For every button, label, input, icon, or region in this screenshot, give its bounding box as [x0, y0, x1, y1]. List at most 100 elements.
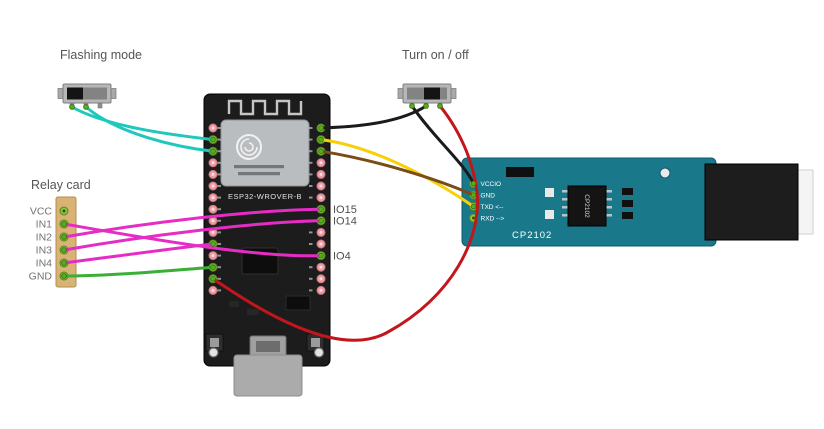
esp32-silkscreen-mark — [309, 138, 313, 141]
esp32-pin — [211, 184, 215, 188]
chip-leg — [562, 190, 569, 193]
esp32-chip-small — [285, 295, 311, 311]
esp32-silkscreen-mark — [309, 277, 313, 280]
wire-endpoint-dot — [210, 136, 216, 143]
wire-relay-in2 — [62, 207, 323, 239]
wire-flashing-1 — [70, 105, 215, 142]
wire-endpoint-dot — [409, 103, 415, 109]
wire-endpoint-dot — [437, 103, 443, 109]
wire-serial-brown — [319, 149, 475, 197]
esp32-pin — [211, 288, 215, 292]
esp32-shield — [220, 119, 310, 187]
cp2102-pin-label-rxd: RXD --> — [481, 216, 505, 223]
gpio-label-io14: IO14 — [333, 216, 357, 228]
esp32-silkscreen-mark — [309, 127, 313, 129]
esp32-pin — [211, 126, 215, 130]
switch-leg — [97, 102, 103, 109]
wire-endpoint-dot — [318, 148, 324, 155]
esp32-silkscreen-mark — [217, 196, 221, 199]
esp32-pin — [211, 207, 215, 211]
smd-component — [622, 188, 633, 195]
espressif-logo-swirl-icon — [240, 138, 258, 156]
smd-component — [622, 200, 633, 207]
gpio-label-io15: IO15 — [333, 204, 357, 216]
cp2102-chip — [567, 185, 607, 227]
relay-pin-label-gnd: GND — [29, 271, 53, 283]
micro-usb-opening — [256, 341, 280, 352]
wire-endpoint-dot — [61, 273, 67, 279]
esp32-silkscreen-mark — [217, 185, 221, 187]
usb-a-connector — [704, 163, 799, 241]
esp32-silkscreen-mark — [217, 277, 221, 280]
esp32-silkscreen-mark — [309, 150, 313, 153]
esp32-silkscreen-mark — [217, 138, 221, 141]
switch-knob — [67, 87, 83, 100]
mounting-hole — [313, 347, 325, 358]
switch-ear — [397, 88, 404, 99]
esp32-silkscreen-mark — [309, 289, 313, 292]
esp32-pin — [319, 265, 323, 269]
wire-endpoint-dot — [83, 104, 89, 110]
cp2102-pin-label-txd: TXD <-- — [481, 204, 504, 211]
relay-pin-label-in1: IN1 — [36, 219, 53, 231]
usb-metal-tip — [795, 169, 814, 235]
esp32-pin — [319, 230, 323, 234]
relay-pin-label-in4: IN4 — [36, 258, 53, 270]
wires — [62, 104, 480, 342]
cp2102-chip-label: CP2102 — [583, 194, 590, 218]
esp32-pin — [211, 219, 215, 223]
esp32-silkscreen-mark — [217, 150, 221, 153]
esp32-pin — [319, 277, 323, 281]
esp32-silkscreen-mark — [217, 127, 221, 129]
wire-endpoint-dot — [318, 206, 324, 213]
esp32-pin — [319, 161, 323, 165]
turn-on-off-label: Turn on / off — [402, 48, 469, 62]
wire-endpoint-dot — [318, 136, 324, 143]
chip-leg — [562, 198, 569, 201]
switch-ear — [450, 88, 457, 99]
wire-endpoint-dot — [210, 241, 216, 247]
esp32-silkscreen-mark — [217, 254, 221, 257]
cp2102-pin-label-gnd: GND — [481, 193, 496, 200]
switch-ear — [110, 88, 117, 99]
esp32-silkscreen-mark — [309, 196, 313, 199]
wire-endpoint-dot — [470, 203, 477, 210]
wire-endpoint-dot — [210, 264, 216, 271]
gpio-labels: IO15 IO14 IO4 — [333, 204, 357, 263]
cp2102-pin-label-vccio: VCCIO — [481, 181, 502, 188]
chip-leg — [605, 190, 612, 193]
chip-leg — [562, 206, 569, 209]
smd-component — [622, 212, 633, 219]
esp32-silkscreen-mark — [309, 266, 313, 269]
esp32-silkscreen-mark — [309, 185, 313, 187]
wire-serial-yellow — [319, 138, 475, 208]
chip-leg — [562, 214, 569, 217]
relay-card-label: Relay card — [31, 178, 91, 192]
wire-flashing-2 — [84, 105, 215, 153]
wire-endpoint-dot — [318, 252, 324, 259]
smd-component — [247, 309, 259, 315]
relay-pin-label-in2: IN2 — [36, 232, 53, 244]
wire-endpoint-dot — [61, 260, 67, 266]
relay-pin-label-vcc: VCC — [30, 206, 53, 218]
relay-pin-label-in3: IN3 — [36, 245, 53, 257]
esp32-silkscreen-mark — [217, 231, 221, 234]
esp32-silkscreen-mark — [217, 208, 221, 211]
wire-relay-in4 — [62, 242, 215, 265]
wire-relay-in3 — [62, 219, 323, 252]
usb-plug-body — [233, 354, 303, 397]
esp32-pin — [211, 172, 215, 176]
esp32-pin — [319, 242, 323, 246]
wire-endpoint-dot — [470, 192, 477, 198]
relay-pin-labels: VCC IN1 IN2 IN3 IN4 GND — [29, 206, 53, 283]
wire-onoff-black-b — [410, 104, 475, 185]
chip-leg — [605, 214, 612, 217]
wire-endpoint-dot — [470, 180, 477, 187]
esp32-pin — [319, 288, 323, 292]
wire-endpoint-dot — [423, 103, 429, 109]
esp32-board: ESP32-WROVER-B — [203, 93, 331, 367]
shield-print-line — [234, 165, 284, 169]
esp32-silkscreen-mark — [217, 266, 221, 269]
smd-component — [545, 210, 554, 219]
